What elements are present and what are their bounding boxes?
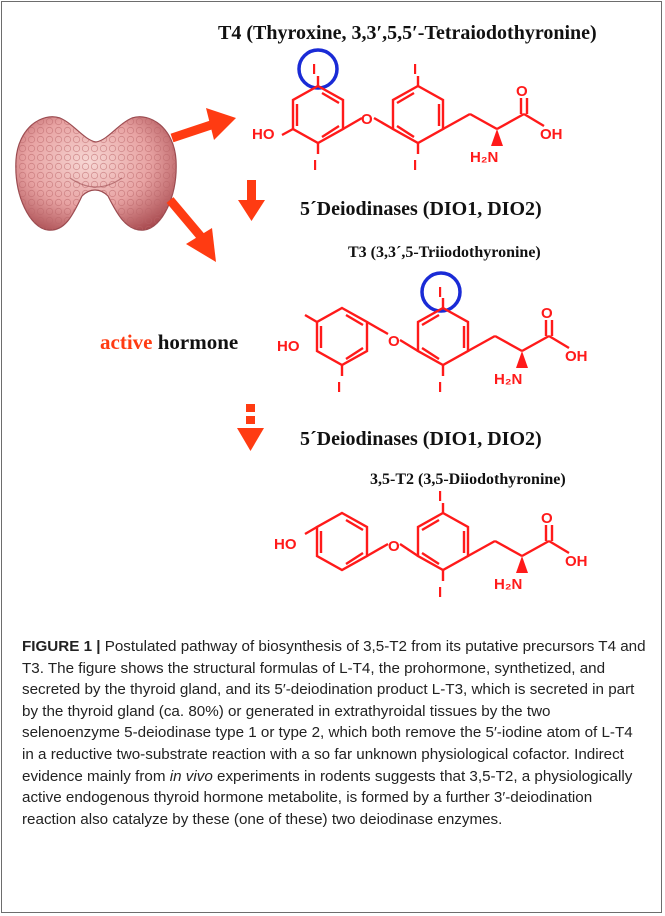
t4-carbonyl-oxygen: O <box>516 83 528 100</box>
t3-ether-oxygen: O <box>388 333 400 350</box>
active-hormone-label: active hormone <box>100 330 238 355</box>
t2-carbonyl-oxygen: O <box>541 510 553 527</box>
enzyme-label-1: 5´Deiodinases (DIO1, DIO2) <box>300 198 542 220</box>
t2-iodine-5: I <box>438 584 442 601</box>
t3-iodine-3: I <box>438 284 442 301</box>
t2-ether-oxygen: O <box>388 538 400 555</box>
t2-hydroxyl: HO <box>274 536 297 553</box>
t3-acid-hydroxyl: OH <box>565 348 588 365</box>
t4-iodine-5prime: I <box>313 157 317 174</box>
t3-amine: H₂N <box>494 371 522 388</box>
t2-structure <box>304 503 570 581</box>
t4-structure <box>281 76 545 154</box>
arrow-to-t4-icon <box>170 108 236 143</box>
figure-label: FIGURE 1 | <box>22 638 101 655</box>
t4-iodine-5: I <box>413 157 417 174</box>
caption-italic: in vivo <box>169 767 213 785</box>
figure-panel: T4 (Thyroxine, 3,3′,5,5′-Tetraiodothyron… <box>15 22 597 601</box>
t4-iodine-3prime: I <box>312 61 316 78</box>
enzyme-label-2: 5´Deiodinases (DIO1, DIO2) <box>300 428 542 450</box>
arrow-to-t3-icon <box>166 197 216 262</box>
t4-amine: H₂N <box>470 149 498 166</box>
caption-text-1: Postulated pathway of biosynthesis of 3,… <box>22 638 646 785</box>
t3-carbonyl-oxygen: O <box>541 305 553 322</box>
arrow-down-dashed-icon <box>237 404 264 451</box>
pathway-diagram: I HO I O I I O OH H₂N <box>15 48 588 601</box>
t3-structure <box>304 298 570 376</box>
t3-iodine-highlight-circle <box>420 271 462 313</box>
t2-title: 3,5-T2 (3,5-Diiodothyronine) <box>370 471 566 488</box>
arrow-down-deiodination-icon <box>238 180 265 221</box>
figure-caption: FIGURE 1 | Postulated pathway of biosynt… <box>22 636 647 830</box>
active-word: active <box>100 330 153 354</box>
t3-iodine-3prime: I <box>337 379 341 396</box>
t2-iodine-3: I <box>438 488 442 505</box>
t4-iodine-highlight-circle <box>297 48 339 90</box>
thyroid-gland-icon <box>15 116 177 231</box>
t3-title: T3 (3,3´,5-Triiodothyronine) <box>348 244 541 261</box>
t4-hydroxyl: HO <box>252 126 275 143</box>
t2-amine: H₂N <box>494 576 522 593</box>
t4-ether-oxygen: O <box>361 111 373 128</box>
t4-title: T4 (Thyroxine, 3,3′,5,5′-Tetraiodothyron… <box>218 22 597 44</box>
hormone-word: hormone <box>157 330 239 354</box>
t3-hydroxyl: HO <box>277 338 300 355</box>
t4-iodine-3: I <box>413 61 417 78</box>
t3-iodine-5: I <box>438 379 442 396</box>
caption-text-2: experiments in rodents suggests that 3,5… <box>22 767 633 828</box>
t4-acid-hydroxyl: OH <box>540 126 563 143</box>
t2-acid-hydroxyl: OH <box>565 553 588 570</box>
